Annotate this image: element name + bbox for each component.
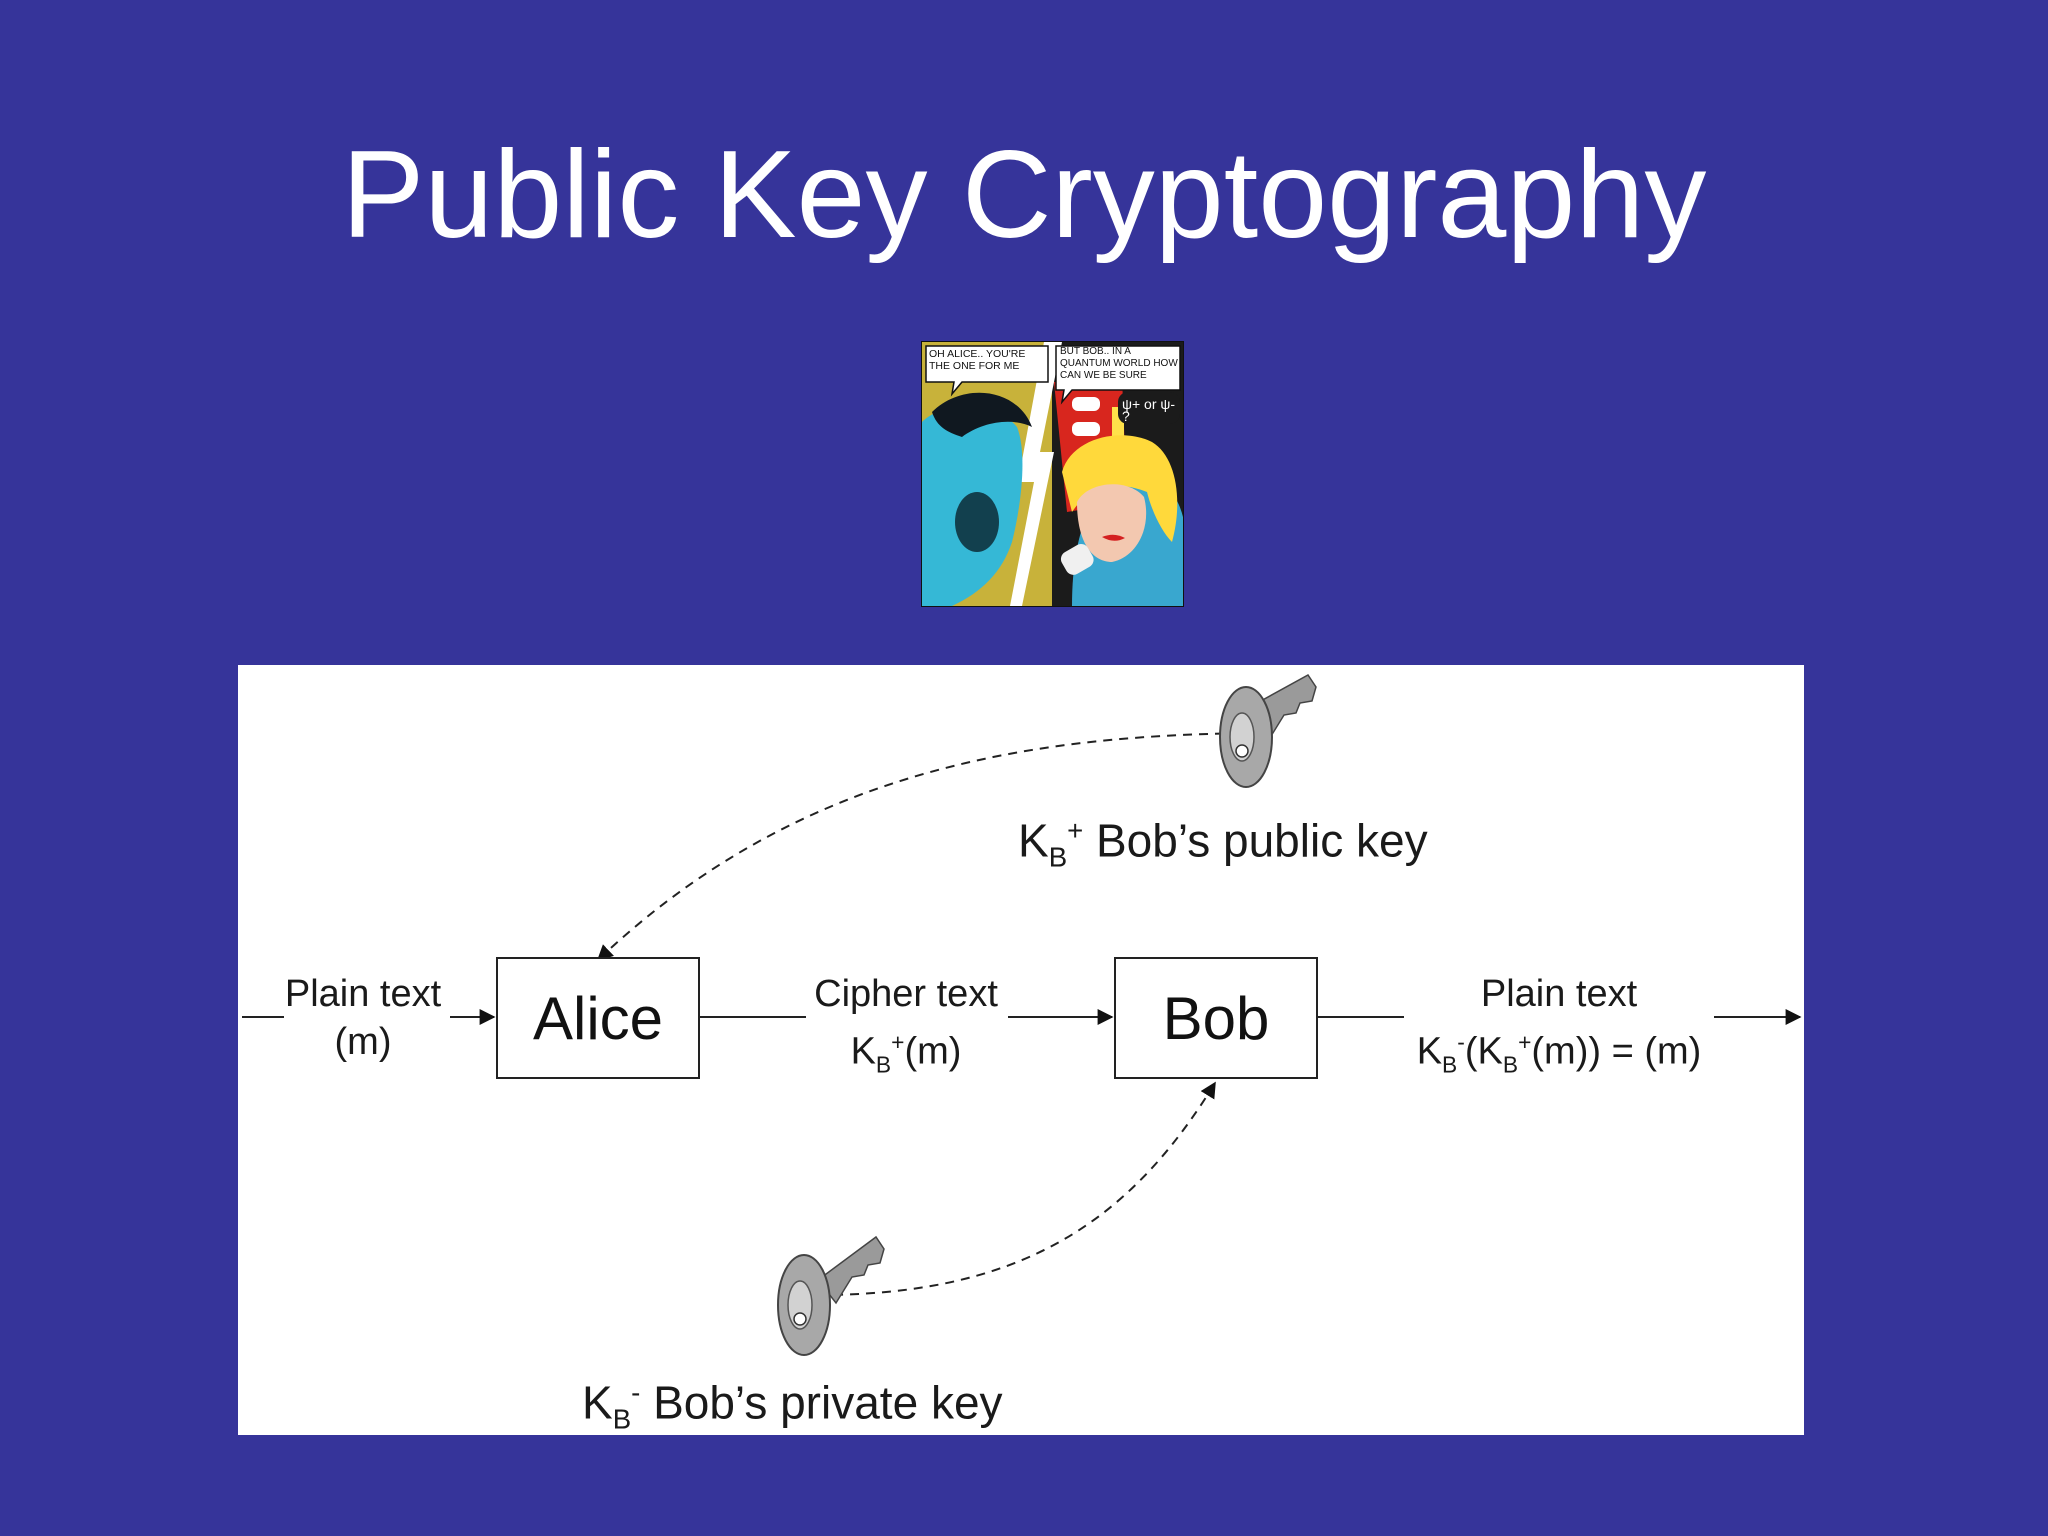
plain-out-mid: (K	[1464, 1030, 1503, 1073]
comic-bubble-right	[1055, 345, 1181, 405]
private-key-label: KB- Bob’s private key	[582, 1365, 1102, 1448]
public-key-icon	[1219, 674, 1317, 788]
comic-lightning	[1010, 342, 1062, 606]
plain-output-line1: Plain text	[1480, 973, 1638, 1015]
diagram-lines	[242, 674, 1802, 1356]
bob-box: Bob	[1114, 957, 1318, 1079]
comic-window-1	[1072, 397, 1100, 411]
plain-text-output-label: Plain text KB-(KB+(m)) = (m)	[1402, 970, 1716, 1088]
comic-bubble-left	[925, 345, 1049, 397]
plain-input-line2: (m)	[334, 1021, 392, 1063]
plain-out-rest: (m)) = (m)	[1531, 1030, 1702, 1073]
comic-window-2	[1072, 422, 1100, 436]
alice-label: Alice	[532, 984, 664, 1052]
public-key-sub: B	[1048, 841, 1068, 873]
comic-left-bubble-text: OH ALICE.. YOU'RE THE ONE FOR ME	[929, 348, 1026, 372]
public-key-sup: +	[1067, 815, 1084, 846]
public-key-k: K	[1018, 814, 1049, 867]
plain-out-k1: K	[1416, 1030, 1443, 1073]
cipher-line2: KB+(m)	[798, 1018, 1014, 1088]
cipher-k: K	[850, 1030, 876, 1073]
comic-woman-hair	[1062, 435, 1178, 542]
private-key-icon	[777, 1235, 885, 1356]
private-key-text: Bob’s private key	[640, 1376, 1003, 1429]
public-key-label: KB+ Bob’s public key	[1018, 803, 1498, 886]
cipher-line1: Cipher text	[814, 973, 998, 1015]
cipher-rest: (m)	[904, 1030, 962, 1073]
comic-math-text: ψ+ or ψ- ?	[1122, 396, 1176, 424]
comic-man-hair	[932, 392, 1032, 437]
private-key-k: K	[582, 1376, 613, 1429]
cipher-sub: B	[875, 1051, 892, 1078]
cipher-sup: +	[891, 1029, 905, 1055]
plain-out-sub2: B	[1502, 1051, 1519, 1078]
comic-phone-left	[955, 492, 999, 552]
alice-box: Alice	[496, 957, 700, 1079]
dashed-private-key-to-bob	[817, 1081, 1216, 1296]
comic-math-area	[1118, 392, 1180, 424]
comic-woman-lips	[1102, 534, 1125, 541]
slide-title: Public Key Cryptography	[341, 126, 1707, 264]
plain-out-sup2: +	[1518, 1029, 1532, 1055]
comic-art	[922, 342, 1183, 606]
dashed-public-key-to-alice	[596, 732, 1257, 962]
private-key-sup: -	[631, 1377, 641, 1408]
comic-phone-right	[1060, 544, 1094, 575]
comic-right-bubble-text: BUT BOB.. IN A QUANTUM WORLD HOW CAN WE …	[1060, 346, 1178, 381]
plain-text-input-label: Plain text (m)	[278, 970, 448, 1066]
public-key-text: Bob’s public key	[1083, 814, 1428, 867]
bob-label: Bob	[1162, 984, 1270, 1052]
private-key-sub: B	[612, 1403, 632, 1435]
plain-input-line1: Plain text	[284, 973, 442, 1015]
plain-out-sup1: -	[1457, 1029, 1465, 1055]
comic-woman-face	[1077, 484, 1147, 562]
cipher-text-label: Cipher text KB+(m)	[798, 970, 1014, 1088]
crypto-diagram: Alice Bob Plain text (m) Cipher text KB+…	[238, 665, 1804, 1435]
plain-out-sub1: B	[1442, 1051, 1458, 1078]
comic-illustration: OH ALICE.. YOU'RE THE ONE FOR ME BUT BOB…	[921, 341, 1184, 607]
plain-output-line2: KB-(KB+(m)) = (m)	[1402, 1018, 1716, 1088]
